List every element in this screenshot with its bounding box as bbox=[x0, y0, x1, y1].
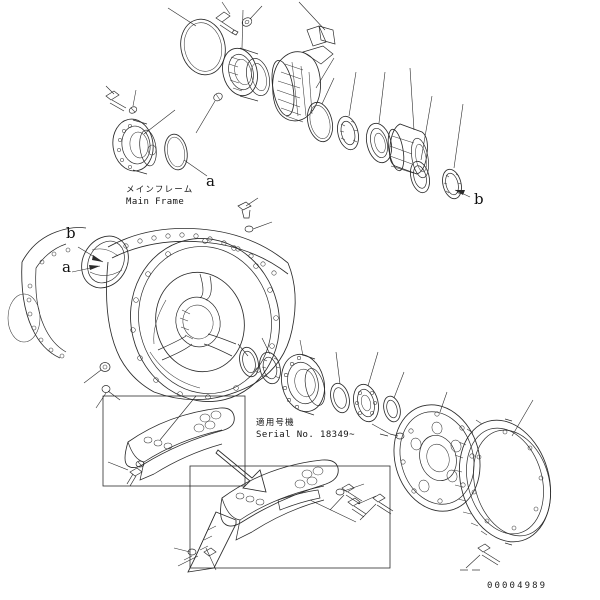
reference-mark-a-upper: a bbox=[206, 172, 215, 190]
inset-box-lower bbox=[189, 465, 391, 569]
thrust-washer bbox=[383, 395, 401, 423]
ring-gear bbox=[453, 418, 552, 546]
bearing-inner bbox=[239, 346, 259, 378]
o-ring-large bbox=[180, 18, 226, 76]
hub-flange-cover bbox=[112, 118, 157, 175]
reference-mark-b-housing: b bbox=[66, 224, 76, 242]
dowel-pin bbox=[128, 106, 138, 114]
guard-bracket bbox=[124, 407, 235, 481]
bearing-retainer-flange bbox=[281, 353, 326, 416]
lock-washer bbox=[442, 168, 462, 200]
reference-mark-a-housing: a bbox=[62, 258, 71, 276]
shim bbox=[259, 351, 281, 385]
o-ring-seal bbox=[306, 101, 334, 143]
ring-gear-bolt bbox=[341, 483, 394, 515]
hub-bolt bbox=[99, 362, 121, 401]
flange-bolt bbox=[105, 90, 127, 112]
splined-collar-nut bbox=[387, 123, 429, 179]
bearing-assembly bbox=[353, 383, 379, 423]
hub-bolt-right bbox=[379, 432, 405, 440]
bracket-washer-upper bbox=[135, 460, 145, 468]
serial-label-en: Serial No. 18349~ bbox=[256, 430, 355, 440]
guard-bracket-revised bbox=[220, 459, 339, 541]
o-ring-small bbox=[213, 92, 223, 102]
washer-ring bbox=[410, 160, 430, 194]
main-frame-housing bbox=[7, 201, 296, 402]
bevel-pinion-gear bbox=[271, 25, 336, 123]
plug bbox=[237, 201, 252, 219]
mounting-bolt bbox=[215, 11, 239, 36]
spacer-ring bbox=[330, 382, 350, 414]
serial-label-jp: 適用号機 bbox=[256, 418, 295, 428]
main-frame-label-en: Main Frame bbox=[126, 197, 185, 207]
main-frame-label-jp: メインフレーム bbox=[126, 185, 194, 195]
reference-mark-b-upper-right: b bbox=[474, 190, 484, 208]
side-plate bbox=[187, 511, 237, 573]
bracket-bolt-lower-left bbox=[183, 547, 217, 561]
hub-plate-flange bbox=[393, 404, 481, 512]
ring-gear-bolt-lower bbox=[477, 543, 501, 566]
bracket-bolt-upper bbox=[126, 467, 143, 487]
shim-ring bbox=[337, 115, 359, 151]
bracket-bolt-lower-right bbox=[335, 488, 367, 518]
bearing-cage-housing bbox=[222, 47, 270, 102]
inset-box-upper bbox=[102, 395, 246, 487]
part-number: 00004989 bbox=[487, 581, 548, 591]
o-ring-a bbox=[164, 133, 188, 171]
